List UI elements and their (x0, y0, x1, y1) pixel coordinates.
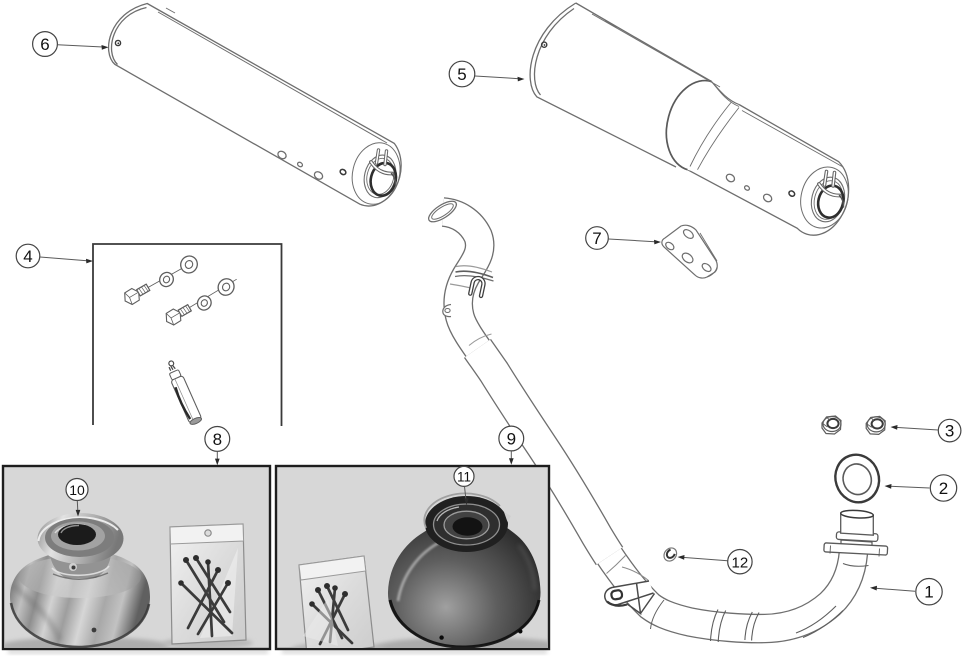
svg-text:5: 5 (457, 65, 466, 84)
svg-text:8: 8 (213, 430, 222, 449)
svg-text:2: 2 (939, 479, 948, 498)
svg-text:12: 12 (732, 555, 749, 572)
svg-text:4: 4 (23, 247, 32, 266)
svg-text:9: 9 (507, 430, 516, 449)
svg-text:7: 7 (592, 229, 601, 248)
svg-text:11: 11 (457, 469, 471, 484)
svg-text:6: 6 (40, 35, 49, 54)
svg-text:3: 3 (945, 422, 954, 441)
svg-text:10: 10 (69, 482, 85, 498)
svg-text:1: 1 (924, 583, 933, 602)
